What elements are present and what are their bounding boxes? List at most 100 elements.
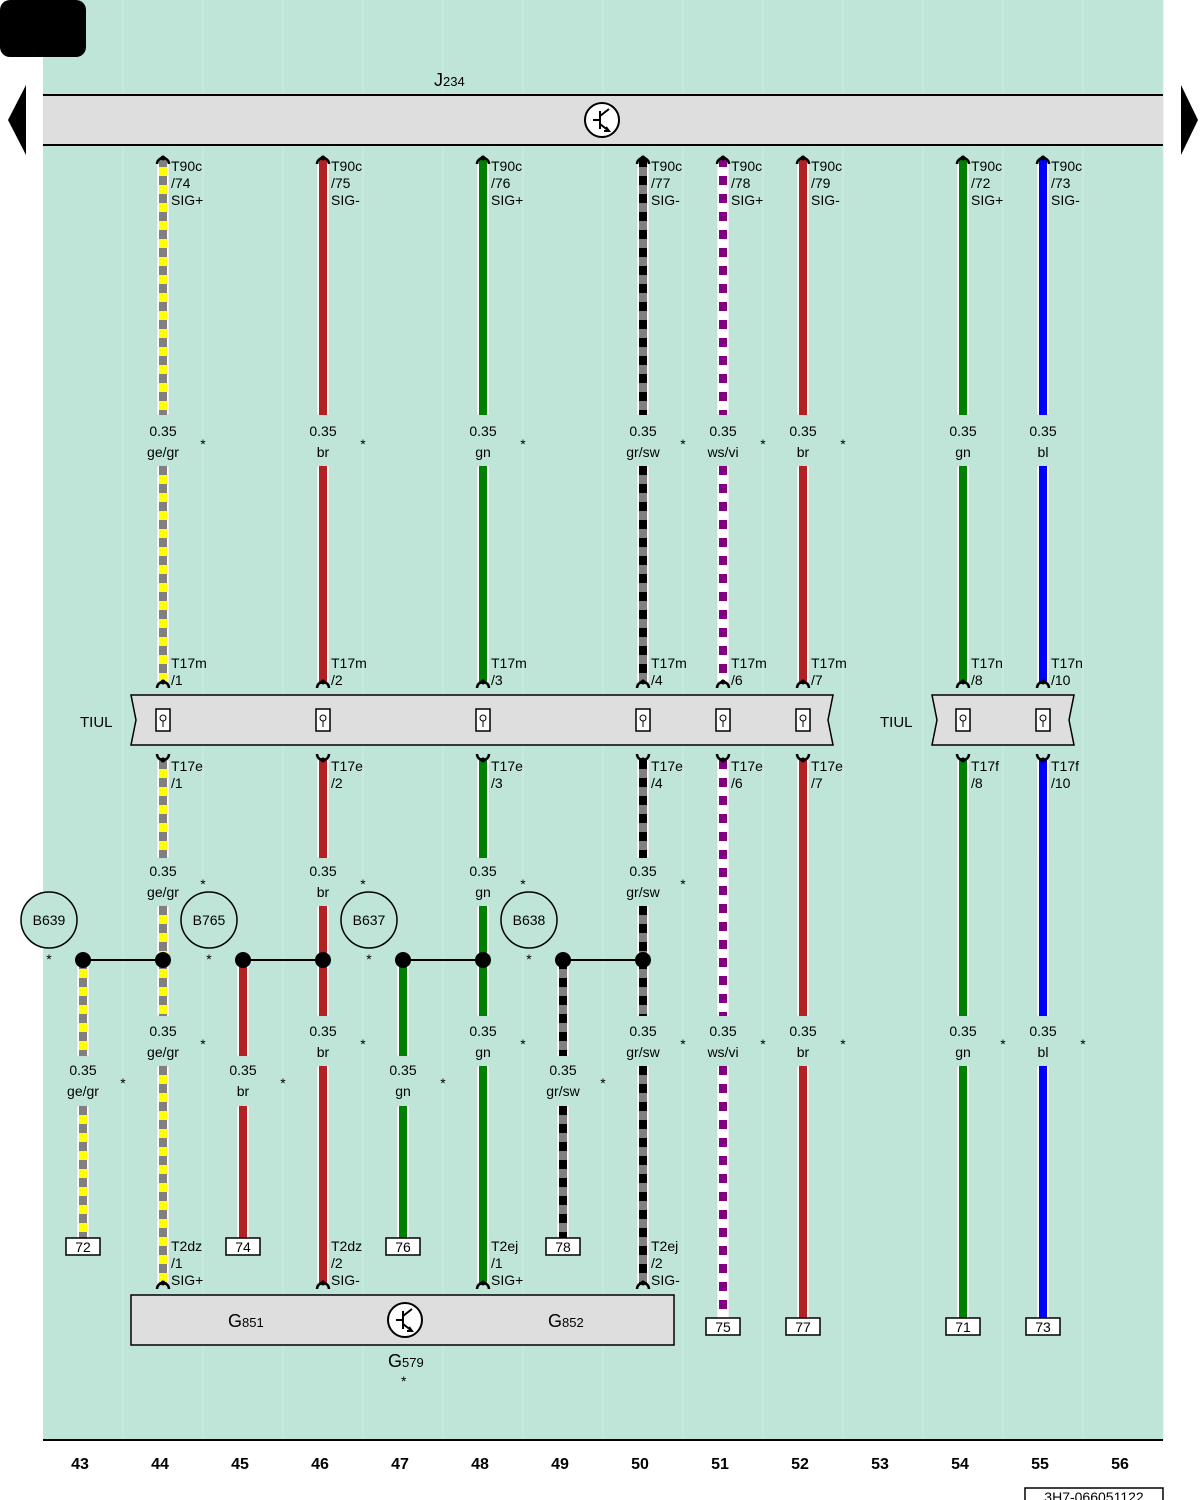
column-number: 56	[1111, 1456, 1129, 1473]
connector-label-tiul-out: T17e	[171, 758, 203, 774]
connector-label-top: SIG+	[491, 192, 523, 208]
connector-label-top: /73	[1051, 175, 1071, 191]
connector-label-bottom: /1	[491, 1255, 503, 1271]
tiul-pin-icon	[635, 708, 651, 732]
pin-icon	[635, 155, 651, 165]
wire-label-size: 0.35	[149, 863, 176, 879]
wire-52-seg1	[796, 157, 810, 416]
splice-dot	[635, 952, 651, 968]
page-tab[interactable]	[0, 0, 86, 57]
wire-label-color: br	[317, 444, 330, 460]
tiul-right-bar	[931, 694, 1075, 746]
connector-label-tiul-out: /10	[1051, 775, 1071, 791]
end-reference-73: 73	[1025, 1317, 1061, 1336]
end-reference-78: 78	[545, 1237, 581, 1256]
pin-icon	[1035, 753, 1051, 763]
wire-46-seg2	[316, 465, 330, 683]
wire-label-star: *	[520, 1036, 526, 1052]
tiul-pin-icon	[955, 708, 971, 732]
connector-label-bottom: SIG-	[651, 1272, 680, 1288]
wire-label-star: *	[680, 436, 686, 452]
wire-label-star: *	[840, 1036, 846, 1052]
wire-label-size: 0.35	[149, 1023, 176, 1039]
connector-label-top: T90c	[731, 158, 762, 174]
end-reference-74: 74	[225, 1237, 261, 1256]
wire-55-seg34	[1036, 759, 1050, 1017]
svg-text:B637: B637	[353, 912, 386, 928]
wire-label-color: br	[317, 884, 330, 900]
wire-51-seg1	[716, 157, 730, 416]
wire-label-color: gn	[475, 1044, 491, 1060]
pin-icon	[475, 1280, 491, 1290]
svg-text:B765: B765	[193, 912, 226, 928]
wire-label-size: 0.35	[949, 423, 976, 439]
g579-electronics-icon	[387, 1302, 423, 1338]
connector-label-tiul-in: /6	[731, 672, 743, 688]
connector-label-bottom: /1	[171, 1255, 183, 1271]
wire-52-seg2	[796, 465, 810, 683]
branch-label-star: *	[600, 1075, 606, 1091]
splice-dot	[475, 952, 491, 968]
wire-label-color: ge/gr	[147, 1044, 179, 1060]
connector-label-tiul-in: T17m	[331, 655, 367, 671]
connector-label-top: T90c	[651, 158, 682, 174]
splice-dot	[555, 952, 571, 968]
connector-label-top: SIG+	[971, 192, 1003, 208]
wire-label-color: gr/sw	[626, 1044, 660, 1060]
connector-label-tiul-out: /7	[811, 775, 823, 791]
connector-label-top: SIG+	[731, 192, 763, 208]
connector-label-bottom: SIG+	[171, 1272, 203, 1288]
connector-label-tiul-in: T17m	[731, 655, 767, 671]
splice-dot	[395, 952, 411, 968]
wire-label-size: 0.35	[629, 1023, 656, 1039]
branch-label-size: 0.35	[69, 1062, 96, 1078]
connector-label-top: T90c	[491, 158, 522, 174]
wire-44-seg5	[156, 1065, 170, 1284]
pin-icon	[315, 1280, 331, 1290]
next-page-arrow-icon[interactable]	[1181, 85, 1198, 155]
connector-label-top: T90c	[1051, 158, 1082, 174]
wire-50-seg2	[636, 465, 650, 683]
wire-label-size: 0.35	[309, 1023, 336, 1039]
pin-icon	[715, 679, 731, 689]
tiul-pin-icon	[475, 708, 491, 732]
branch-45-seg2	[236, 1105, 250, 1239]
branch-label-star: *	[440, 1075, 446, 1091]
wire-54-seg5	[956, 1065, 970, 1319]
prev-page-arrow-icon[interactable]	[8, 85, 26, 155]
doc-number: 3H7-066051122	[1044, 1489, 1144, 1500]
wire-label-star: *	[520, 876, 526, 892]
svg-text:73: 73	[1035, 1319, 1051, 1335]
wire-54-seg34	[956, 759, 970, 1017]
connector-label-top: SIG-	[811, 192, 840, 208]
wire-label-size: 0.35	[629, 423, 656, 439]
branch-label-color: gr/sw	[546, 1083, 580, 1099]
wire-label-color: ge/gr	[147, 884, 179, 900]
wire-label-color: gn	[955, 444, 971, 460]
connector-label-bottom: T2dz	[171, 1238, 202, 1254]
branch-label-star: *	[120, 1075, 126, 1091]
column-number: 54	[951, 1456, 969, 1473]
end-reference-76: 76	[385, 1237, 421, 1256]
tiul-left-label: TIUL	[80, 714, 113, 731]
wires-layer	[75, 155, 1051, 1319]
branch-43-seg2	[76, 1105, 90, 1239]
column-number: 44	[151, 1456, 169, 1473]
connector-label-tiul-out: T17e	[651, 758, 683, 774]
wire-label-color: gn	[955, 1044, 971, 1060]
pin-icon	[155, 155, 171, 165]
pin-icon	[155, 679, 171, 689]
connector-label-tiul-out: T17f	[1051, 758, 1079, 774]
connector-label-tiul-out: /3	[491, 775, 503, 791]
column-number: 53	[871, 1456, 889, 1473]
end-reference-77: 77	[785, 1317, 821, 1336]
connector-label-tiul-out: /4	[651, 775, 663, 791]
connector-label-bottom: T2ej	[651, 1238, 678, 1254]
labels-layer: T90c/74SIG+T17m/1T17e/1T2dz/1SIG+0.35ge/…	[20, 158, 1086, 1336]
column-number: 47	[391, 1456, 409, 1473]
wire-label-color: bl	[1038, 444, 1049, 460]
pin-icon	[635, 679, 651, 689]
column-number: 49	[551, 1456, 569, 1473]
pin-icon	[635, 753, 651, 763]
wire-44-seg3	[156, 759, 170, 859]
